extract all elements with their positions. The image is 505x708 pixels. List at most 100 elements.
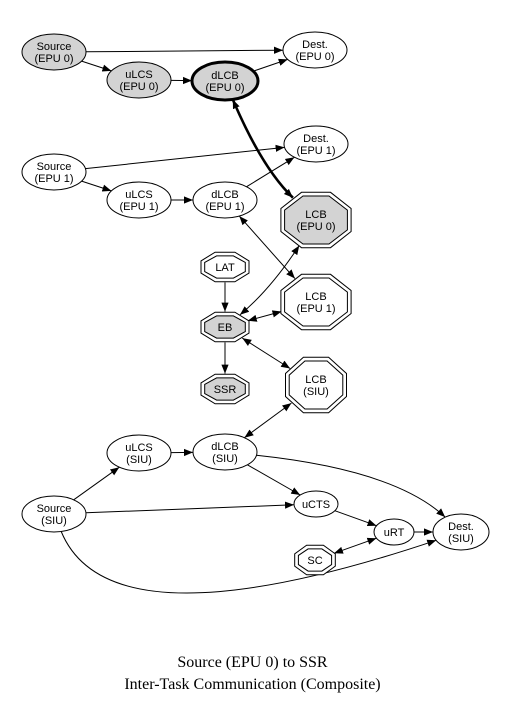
edge-eb-to-lcb_epu1 [247, 310, 282, 322]
node-label-line: Source [37, 161, 72, 173]
node-label-line: LCB [305, 374, 326, 386]
node-dlcb-siu: dLCB(SIU) [192, 433, 258, 471]
node-label-line: (EPU 1) [34, 173, 73, 185]
node-label-line: SC [307, 555, 322, 567]
node-src-epu0: Source(EPU 0) [21, 33, 87, 71]
node-shape [106, 434, 172, 472]
node-lcb-epu1: LCB(EPU 1) [280, 273, 352, 331]
node-label-line: (SIU) [303, 386, 329, 398]
node-label-line: dLCB [211, 441, 239, 453]
nodes-layer: Source(EPU 0)Dest.(EPU 0)uLCS(EPU 0)dLCB… [21, 31, 490, 576]
node-label-line: LAT [215, 262, 235, 274]
node-shape-inner [204, 255, 246, 279]
node-shape [21, 153, 87, 191]
edge-dlcb_epu0-to-lcb_epu0 [231, 98, 294, 199]
node-label-line: uRT [384, 527, 405, 539]
node-shape [282, 31, 348, 69]
edge-src_epu1-to-ulcs_epu1 [81, 180, 112, 192]
node-label-line: (SIU) [448, 533, 474, 545]
edge-dlcb_epu1-to-dest_epu1 [246, 156, 295, 188]
node-shape [21, 33, 87, 71]
diagram-caption-subtitle: Inter-Task Communication (Composite) [124, 676, 381, 693]
node-shape-inner [284, 277, 348, 327]
node-label-line: (EPU 1) [296, 145, 335, 157]
node-label-line: (EPU 1) [205, 201, 244, 213]
node-src-siu: Source(SIU) [21, 495, 87, 533]
node-eb: EB [200, 311, 250, 343]
node-dest-siu: Dest.(SIU) [432, 513, 490, 551]
node-dlcb-epu1: dLCB(EPU 1) [192, 181, 258, 219]
edge-src_epu0-to-dest_epu0_top [85, 46, 284, 54]
node-label-line: (EPU 0) [205, 82, 244, 94]
node-ssr: SSR [200, 373, 250, 405]
node-shape [190, 60, 260, 102]
node-shape [106, 61, 172, 99]
node-label-line: Source [37, 503, 72, 515]
node-label-line: EB [218, 322, 233, 334]
diagram-caption-title: Source (EPU 0) to SSR [177, 654, 328, 671]
node-shape [106, 181, 172, 219]
edge-sc-to-urt [333, 537, 377, 554]
edge-lcb_epu0-to-eb [239, 245, 300, 316]
edge-src_siu-to-dest_siu [60, 531, 437, 594]
node-ulcs-epu1: uLCS(EPU 1) [106, 181, 172, 219]
node-label-line: (SIU) [126, 454, 152, 466]
edge-eb-to-lcb_siu [242, 337, 291, 369]
node-dest-epu0-top: Dest.(EPU 0) [282, 31, 348, 69]
edge-src_siu-to-ucts [85, 501, 295, 514]
node-ucts: uCTS [293, 490, 339, 518]
edge-src_epu0-to-ulcs_epu0 [81, 60, 112, 72]
node-label-line: LCB [305, 291, 326, 303]
edge-src_siu-to-ulcs_siu [73, 466, 120, 501]
node-shape-inner [288, 360, 344, 410]
edge-dlcb_siu-to-lcb_siu [244, 402, 292, 439]
node-sc: SC [294, 544, 336, 576]
node-lcb-siu: LCB(SIU) [285, 356, 347, 414]
node-label-line: Source [37, 41, 72, 53]
node-label-line: (EPU 1) [296, 303, 335, 315]
node-ulcs-epu0: uLCS(EPU 0) [106, 61, 172, 99]
node-label-line: (SIU) [41, 515, 67, 527]
node-label-line: SSR [214, 384, 237, 396]
node-label-line: (EPU 0) [295, 51, 334, 63]
node-label-line: (SIU) [212, 453, 238, 465]
node-shape [192, 181, 258, 219]
edge-dlcb_epu0-to-dest_epu0_top [253, 58, 288, 72]
node-label-line: uLCS [125, 442, 153, 454]
node-shape [293, 490, 339, 518]
node-shape [283, 125, 349, 163]
edge-ucts-to-urt [334, 510, 377, 527]
node-label-line: (EPU 0) [119, 81, 158, 93]
node-dest-epu1: Dest.(EPU 1) [283, 125, 349, 163]
node-shape-inner [204, 377, 246, 401]
node-label-line: LCB [305, 209, 326, 221]
node-label-line: dLCB [211, 189, 239, 201]
edges-layer [60, 46, 446, 594]
node-shape-inner [297, 548, 333, 572]
node-ulcs-siu: uLCS(SIU) [106, 434, 172, 472]
edge-src_epu1-to-dest_epu1 [85, 144, 285, 170]
node-label-line: dLCB [211, 70, 239, 82]
node-src-epu1: Source(EPU 1) [21, 153, 87, 191]
node-urt: uRT [373, 518, 415, 546]
node-label-line: uLCS [125, 69, 153, 81]
node-label-line: Dest. [303, 133, 329, 145]
node-lat: LAT [200, 251, 250, 283]
node-shape [21, 495, 87, 533]
node-shape-inner [204, 315, 246, 339]
edge-dlcb_siu-to-ucts [247, 464, 301, 496]
node-label-line: (EPU 1) [119, 201, 158, 213]
node-label-line: uLCS [125, 189, 153, 201]
node-label-line: (EPU 0) [34, 53, 73, 65]
node-shape-inner [284, 195, 348, 245]
node-dlcb-epu0: dLCB(EPU 0) [190, 60, 260, 102]
node-label-line: uCTS [302, 499, 330, 511]
node-label-line: Dest. [302, 39, 328, 51]
edge-dlcb_siu-to-dest_siu [256, 454, 446, 518]
node-label-line: Dest. [448, 521, 474, 533]
node-lcb-epu0: LCB(EPU 0) [280, 191, 352, 249]
node-shape [432, 513, 490, 551]
node-label-line: (EPU 0) [296, 221, 335, 233]
node-shape [373, 518, 415, 546]
